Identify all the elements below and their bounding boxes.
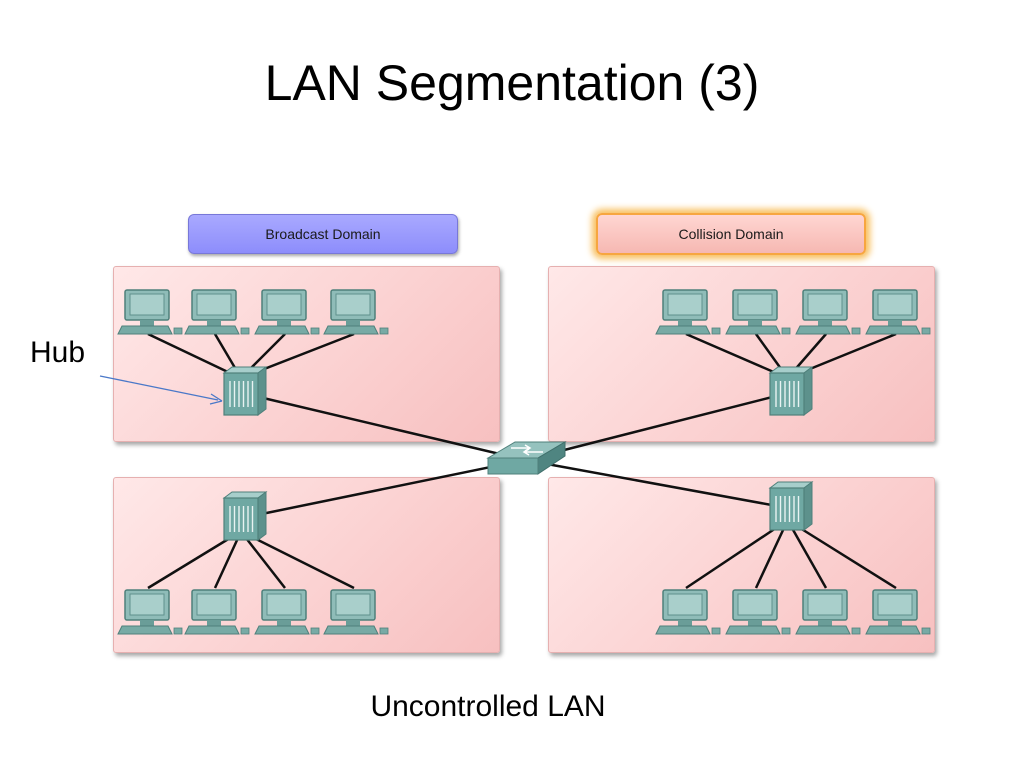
pc-icon [117, 589, 183, 635]
pc-link [799, 526, 897, 590]
pc-icon [184, 589, 250, 635]
pc-icon [725, 289, 791, 335]
hub-icon [768, 366, 814, 416]
broadcast-domain-label: Broadcast Domain [265, 226, 381, 242]
pc-icon [725, 589, 791, 635]
pc-link [685, 332, 777, 375]
hub-icon [222, 491, 268, 541]
pc-icon [795, 289, 861, 335]
pc-icon [117, 289, 183, 335]
broadcast-domain-legend: Broadcast Domain [188, 214, 458, 254]
pc-link [147, 536, 231, 590]
uplink-bottom-right [524, 458, 789, 510]
pc-icon [184, 289, 250, 335]
pc-icon [254, 289, 320, 335]
pc-icon [865, 289, 931, 335]
hub-pointer-arrow [99, 375, 223, 405]
slide-caption: Uncontrolled LAN [370, 690, 606, 723]
pc-icon [323, 589, 389, 635]
collision-domain-label: Collision Domain [678, 226, 784, 242]
pc-icon [655, 589, 721, 635]
hub-icon [768, 481, 814, 531]
pc-icon [655, 289, 721, 335]
pc-icon [795, 589, 861, 635]
uplink-top-right [524, 391, 789, 462]
pc-link [754, 527, 786, 589]
pc-link [147, 332, 231, 375]
links-layer [147, 332, 897, 590]
hub-label: Hub [30, 336, 86, 369]
pc-link [790, 527, 828, 589]
hub-icon [222, 366, 268, 416]
uplink-bottom-left [241, 458, 526, 520]
pc-link [245, 537, 286, 589]
pc-link [213, 537, 240, 589]
pc-link [253, 332, 355, 375]
pc-icon [865, 589, 931, 635]
pc-link [685, 526, 777, 590]
lan-segment-bottom-right [548, 477, 935, 653]
pc-link [799, 332, 897, 375]
pc-icon [323, 289, 389, 335]
collision-domain-legend: Collision Domain [596, 213, 866, 255]
devices-layer [117, 289, 931, 635]
pc-link [253, 536, 355, 590]
uplink-top-left [241, 391, 526, 462]
pc-icon [254, 589, 320, 635]
switch-icon [486, 441, 567, 475]
slide-title: LAN Segmentation (3) [264, 55, 760, 111]
